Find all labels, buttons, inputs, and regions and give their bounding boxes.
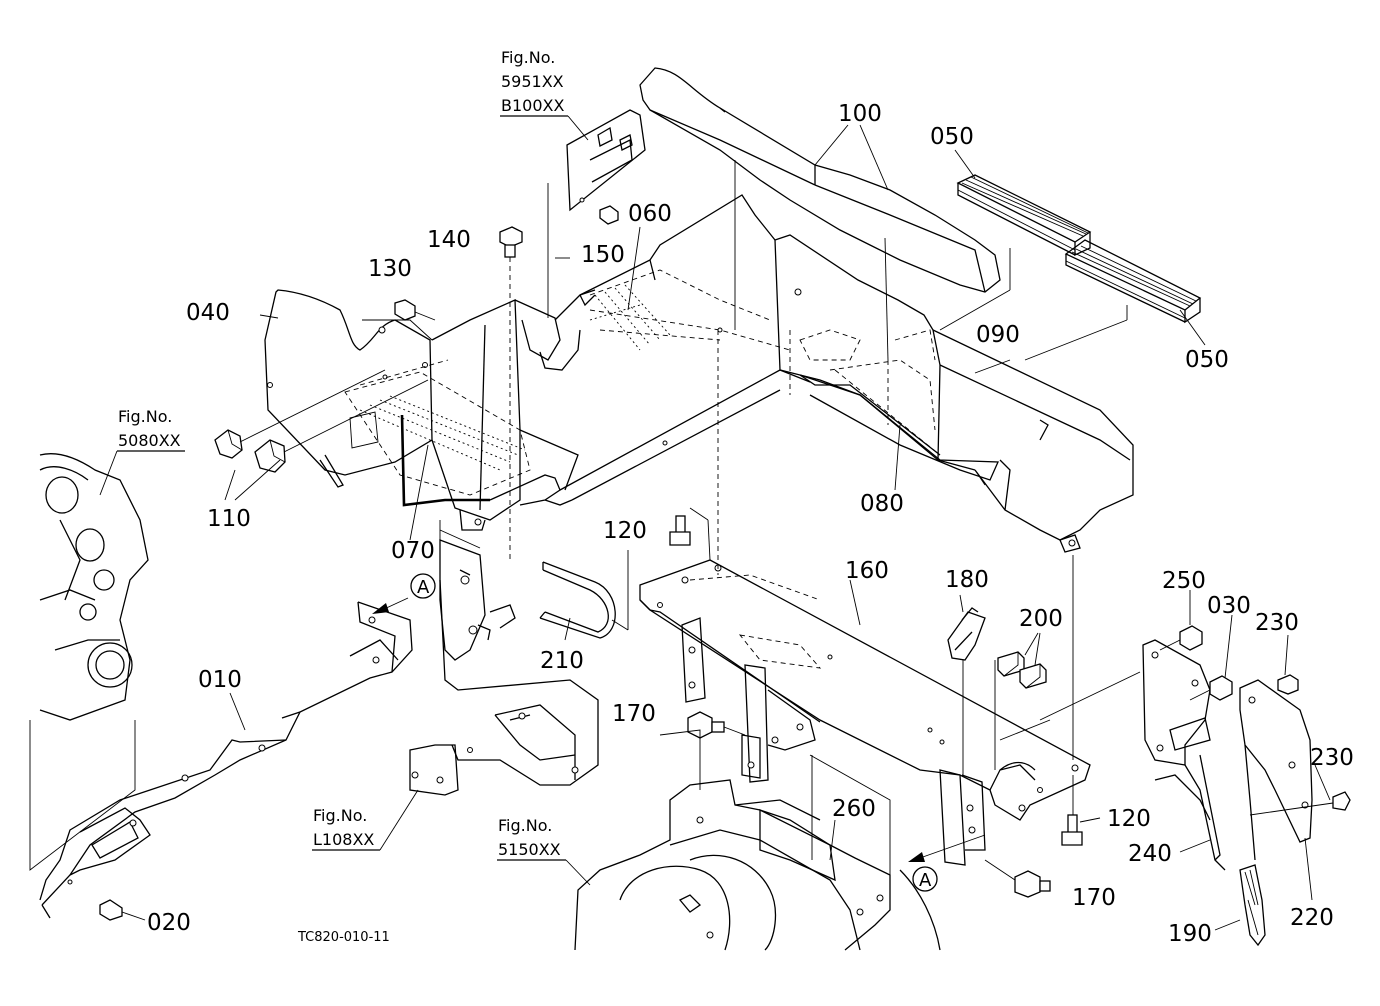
part-230-bolt-lower (1249, 791, 1351, 816)
part-210-loop (539, 550, 629, 639)
bracket-L108 (409, 520, 599, 796)
label-010: 010 (198, 667, 242, 693)
label-080: 080 (860, 491, 904, 517)
label-040: 040 (186, 300, 230, 326)
svg-text:L108XX: L108XX (313, 830, 374, 849)
label-230-lower: 230 (1310, 745, 1354, 771)
label-110: 110 (207, 506, 251, 532)
label-220: 220 (1290, 905, 1334, 931)
bracket-5951 (566, 109, 646, 212)
part-160-cross-plate (639, 559, 1091, 866)
drawing-code: TC820-010-11 (297, 930, 390, 945)
svg-text:Fig.No.: Fig.No. (313, 806, 367, 825)
svg-text:Fig.No.: Fig.No. (498, 816, 552, 835)
svg-text:5150XX: 5150XX (498, 840, 561, 859)
svg-text:A: A (417, 577, 430, 598)
part-030-bolt (1189, 675, 1233, 701)
label-140: 140 (427, 227, 471, 253)
part-230-bolt-upper (1277, 674, 1299, 695)
view-arrow-upper (372, 597, 409, 614)
label-230-upper: 230 (1255, 610, 1299, 636)
label-210: 210 (540, 648, 584, 674)
engine-block-outline (29, 453, 149, 871)
label-160: 160 (845, 558, 889, 584)
part-170-bolt-left (687, 711, 746, 739)
label-170-right: 170 (1072, 885, 1116, 911)
view-marker-a-lower: A (912, 866, 938, 892)
label-050-lower: 050 (1185, 347, 1229, 373)
lower-chassis-5150 (574, 729, 941, 951)
svg-text:Fig.No.: Fig.No. (118, 407, 172, 426)
svg-text:5951XX: 5951XX (501, 72, 564, 91)
part-130-bolt (394, 299, 436, 321)
svg-text:5080XX: 5080XX (118, 431, 181, 450)
part-200-spacers (994, 651, 1047, 770)
fig-ref-5150: Fig.No. 5150XX (498, 816, 561, 859)
part-120-bolt-upper (669, 507, 711, 561)
label-250: 250 (1162, 568, 1206, 594)
part-100-top-cover (639, 67, 1001, 293)
label-090: 090 (976, 322, 1020, 348)
view-marker-a-upper: A (410, 573, 436, 599)
center-mount-bracket (431, 183, 596, 531)
part-150-bolt (599, 205, 619, 225)
guide-lines (717, 160, 1141, 760)
part-020-bolt (99, 899, 146, 921)
label-100: 100 (838, 101, 882, 127)
part-180-clip (947, 607, 986, 775)
svg-text:A: A (919, 870, 932, 891)
part-140-bolt (499, 226, 523, 560)
label-240: 240 (1128, 841, 1172, 867)
fig-ref-underlines (99, 115, 591, 886)
label-120-lower: 120 (1107, 806, 1151, 832)
part-010-bracket-arm (39, 601, 413, 919)
fig-ref-5080: Fig.No. 5080XX (118, 407, 181, 450)
label-180: 180 (945, 567, 989, 593)
svg-text:Fig.No.: Fig.No. (501, 48, 555, 67)
part-070-floor-plate (344, 359, 531, 507)
label-200: 200 (1019, 606, 1063, 632)
part-050-step-pad-lower (1064, 239, 1202, 324)
part-190-pedal-pad (1239, 864, 1266, 947)
part-090-channel (932, 329, 1134, 553)
label-050-upper: 050 (930, 124, 974, 150)
part-170-bolt-right (984, 859, 1051, 898)
fig-ref-5951: Fig.No. 5951XX B100XX (501, 48, 564, 115)
label-150: 150 (581, 242, 625, 268)
part-120-bolt-lower (1061, 775, 1083, 846)
part-080-floor-mat (799, 369, 999, 481)
leader-lines (224, 124, 1331, 931)
part-050-step-pad-upper (956, 174, 1092, 257)
part-110-grommets (214, 369, 429, 473)
label-030: 030 (1207, 593, 1251, 619)
label-190: 190 (1168, 921, 1212, 947)
fig-ref-L108: Fig.No. L108XX (313, 806, 374, 849)
label-260: 260 (832, 796, 876, 822)
label-170-left: 170 (612, 701, 656, 727)
part-060-main-platform (544, 194, 976, 506)
part-220-side-plate (1239, 679, 1313, 861)
label-120-upper: 120 (603, 518, 647, 544)
part-040-side-panel (264, 289, 433, 488)
part-240-side-plate (1142, 639, 1226, 871)
view-arrow-lower (908, 834, 986, 862)
label-020: 020 (147, 910, 191, 936)
label-060: 060 (628, 201, 672, 227)
part-250-bolt (1159, 625, 1203, 651)
svg-text:B100XX: B100XX (501, 96, 564, 115)
label-070: 070 (391, 538, 435, 564)
label-130: 130 (368, 256, 412, 282)
